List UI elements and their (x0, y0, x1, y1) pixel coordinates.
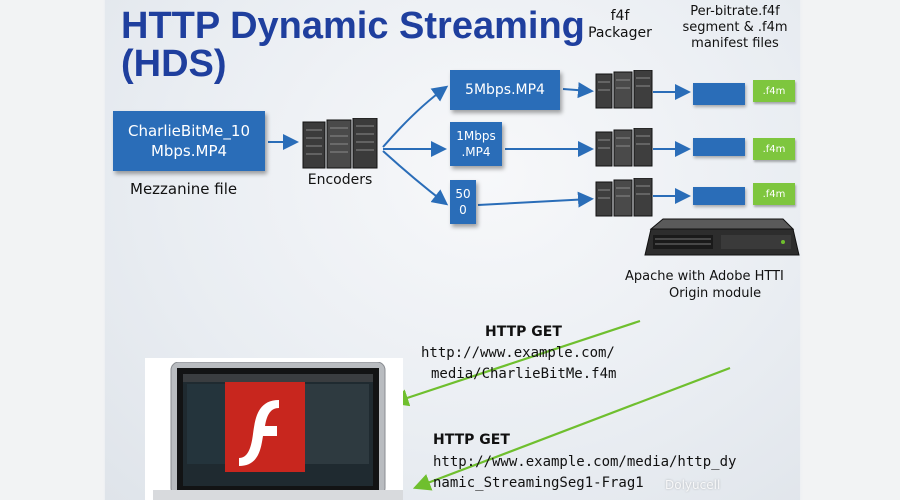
bitrate-500-line1: 50 (455, 187, 471, 201)
hds-slide: HTTP Dynamic Streaming (HDS) f4f Package… (105, 0, 800, 500)
f4f-segment-3 (693, 187, 745, 205)
perbitrate-label-line2: segment & .f4m (682, 20, 788, 35)
bitrate-500-line2: 0 (459, 203, 467, 217)
arrow-5mbps-to-packager (562, 82, 594, 99)
mezzanine-label: Mezzanine file (130, 180, 238, 198)
packager-server-icon-2 (595, 128, 653, 167)
f4m-manifest-2: .f4m (753, 138, 795, 160)
perbitrate-label-line3: manifest files (691, 36, 779, 51)
origin-server-label-line1: Apache with Adobe HTTI (625, 269, 784, 284)
bitrate-1mbps-box: 1Mbps .MP4 (450, 122, 502, 166)
f4m-manifest-3: .f4m (753, 183, 795, 205)
http-get-1-url-line2: media/CharlieBitMe.f4m (431, 366, 617, 382)
slide-title-line2: (HDS) (121, 43, 227, 85)
f4f-segment-1 (693, 83, 745, 105)
arrow-encoders-to-500 (382, 150, 449, 206)
laptop-flash-player-image (153, 362, 403, 500)
packager-server-icon-3 (595, 178, 653, 217)
http-get-2-url-line1: http://www.example.com/media/http_dy (433, 454, 737, 470)
perbitrate-label-line1: Per-bitrate.f4f (690, 4, 780, 19)
source-file-line1: CharlieBitMe_10 (128, 122, 250, 140)
arrow-encoders-to-5mbps (382, 85, 449, 148)
bitrate-500-box: 50 0 (450, 180, 476, 224)
encoders-label: Encoders (307, 172, 373, 188)
f4m-manifest-1: .f4m (753, 80, 795, 102)
packager-server-icon-1 (595, 70, 653, 109)
origin-server-label-line2: Origin module (669, 286, 762, 301)
arrow-http-get-fragment (412, 366, 731, 491)
packager-label-line2: Packager (588, 25, 652, 41)
source-file-line2: Mbps.MP4 (150, 142, 228, 160)
bitrate-5mbps-box: 5Mbps.MP4 (450, 70, 560, 110)
arrow-500-to-packager (477, 191, 594, 208)
http-get-2-title: HTTP GET (433, 432, 510, 448)
http-get-1-url-line1: http://www.example.com/ (421, 345, 615, 361)
encoders-server-rack-icon (302, 118, 378, 169)
slide-title-line1: HTTP Dynamic Streaming (121, 5, 585, 47)
connector-arrows (268, 82, 731, 491)
http-get-1-title: HTTP GET (485, 324, 562, 340)
packager-label: f4f Packager (585, 8, 655, 42)
origin-server-icon (644, 218, 800, 256)
f4f-segment-2 (693, 138, 745, 156)
bitrate-1mbps-line1: 1Mbps (456, 129, 496, 143)
bitrate-1mbps-line2: .MP4 (461, 145, 491, 159)
watermark: Dolyucell (665, 478, 721, 492)
arrow-http-get-manifest (390, 319, 641, 407)
source-file-box: CharlieBitMe_10 Mbps.MP4 (113, 111, 265, 171)
packager-label-line1: f4f (610, 8, 630, 24)
perbitrate-label: Per-bitrate.f4f segment & .f4m manifest … (670, 4, 800, 52)
http-get-2-url-line2: namic_StreamingSeg1-Frag1 (433, 475, 644, 491)
origin-server-label: Apache with Adobe HTTI Origin module (625, 268, 800, 302)
